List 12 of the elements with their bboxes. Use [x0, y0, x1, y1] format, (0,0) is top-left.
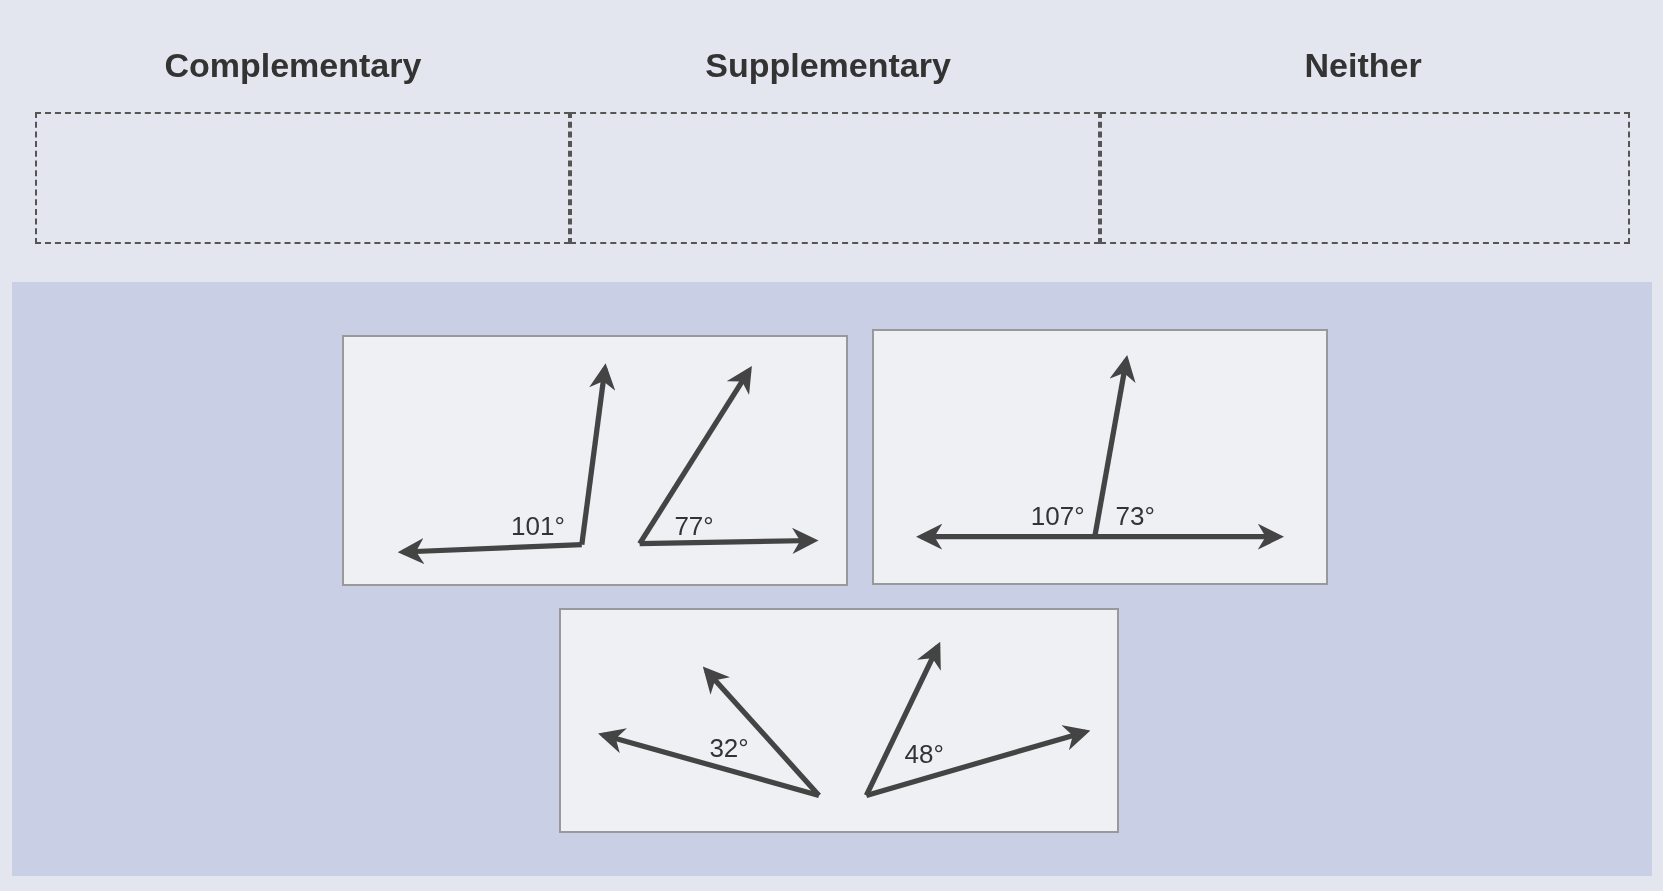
angle-measure: 73°	[1115, 502, 1155, 529]
angle-measure: 32°	[709, 734, 749, 761]
drop-zone	[570, 112, 1100, 244]
category-heading: Neither	[1304, 45, 1422, 86]
angle-measure: 48°	[904, 741, 944, 768]
drop-zone	[1100, 112, 1630, 244]
angle-measure: 101°	[511, 513, 565, 540]
category-heading: Complementary	[164, 45, 422, 86]
drop-zone	[35, 112, 570, 244]
angle-measure: 107°	[1030, 502, 1085, 529]
category-heading: Supplementary	[705, 45, 951, 86]
angle-measure: 77°	[674, 513, 714, 540]
